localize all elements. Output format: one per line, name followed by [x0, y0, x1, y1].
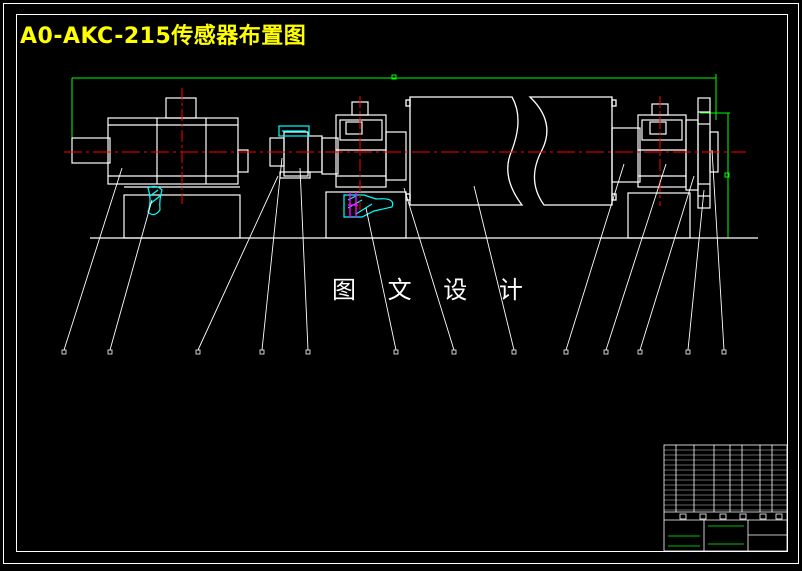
callout-marker-10 [603, 349, 609, 355]
left-bearing-sensor-hatch [343, 194, 394, 218]
watermark-text: 图 文 设 计 [332, 276, 535, 304]
left-bearing-sensor [348, 192, 358, 218]
callout-marker-1 [61, 349, 67, 355]
drum [405, 96, 617, 206]
callout-marker-4 [259, 349, 265, 355]
callout-marker-6 [393, 349, 399, 355]
end-disc [685, 97, 719, 209]
inner-border [16, 14, 788, 552]
motor [71, 97, 249, 239]
callout-marker-9 [563, 349, 569, 355]
callout-marker-5 [305, 349, 311, 355]
outer-border [3, 3, 799, 564]
callout-marker-11 [637, 349, 643, 355]
callout-marker-12 [685, 349, 691, 355]
left-bearing [321, 101, 407, 239]
callout-marker-8 [511, 349, 517, 355]
title-block [663, 444, 788, 552]
callout-marker-2 [107, 349, 113, 355]
motor-sensor-hatch [147, 185, 163, 216]
callout-marker-7 [451, 349, 457, 355]
callout-markers [61, 349, 727, 355]
center-line [64, 88, 746, 210]
drawing-title: A0-AKC-215传感器布置图 [20, 24, 307, 49]
right-bearing [611, 103, 691, 239]
callout-marker-3 [195, 349, 201, 355]
callout-marker-13 [721, 349, 727, 355]
leader-lines [63, 149, 725, 351]
